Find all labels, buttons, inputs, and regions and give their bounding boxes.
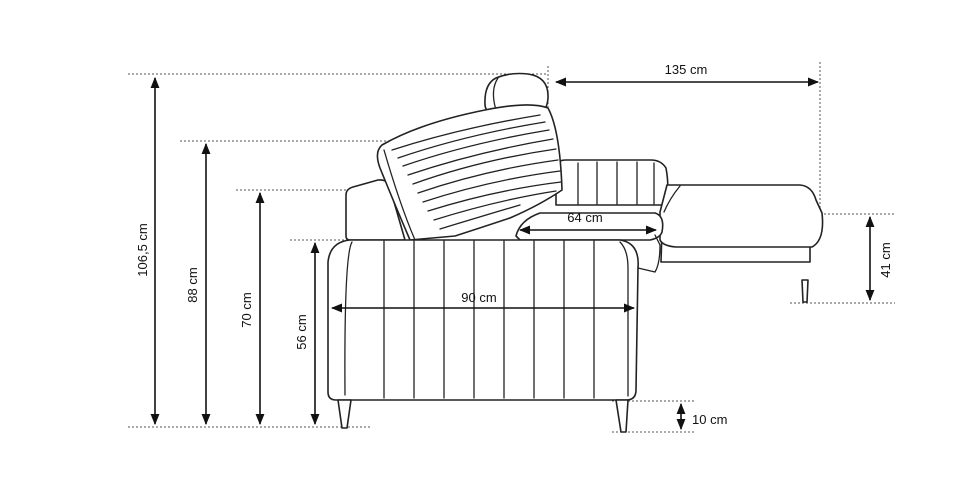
dimension-lines [150,76,875,431]
sofa-illustration [327,72,824,433]
total-height-label: 106,5 cm [135,223,150,276]
seat-depth-label: 64 cm [567,210,602,225]
backrest [376,104,563,241]
leg-height-label: 10 cm [692,412,727,427]
front-leg-right [615,399,629,433]
sofa-depth-label: 90 cm [461,290,496,305]
front-leg-left [337,399,352,429]
front-arm [327,234,661,401]
backrest-height-label: 88 cm [185,267,200,302]
chaise-longue [555,159,824,303]
chaise-length-label: 135 cm [665,62,708,77]
chaise-height-label: 41 cm [878,242,893,277]
armrest-height-label: 56 cm [294,314,309,349]
back-height-label: 70 cm [239,292,254,327]
dimension-labels: 106,5 cm 88 cm 70 cm 56 cm 135 cm 64 cm … [135,62,893,427]
